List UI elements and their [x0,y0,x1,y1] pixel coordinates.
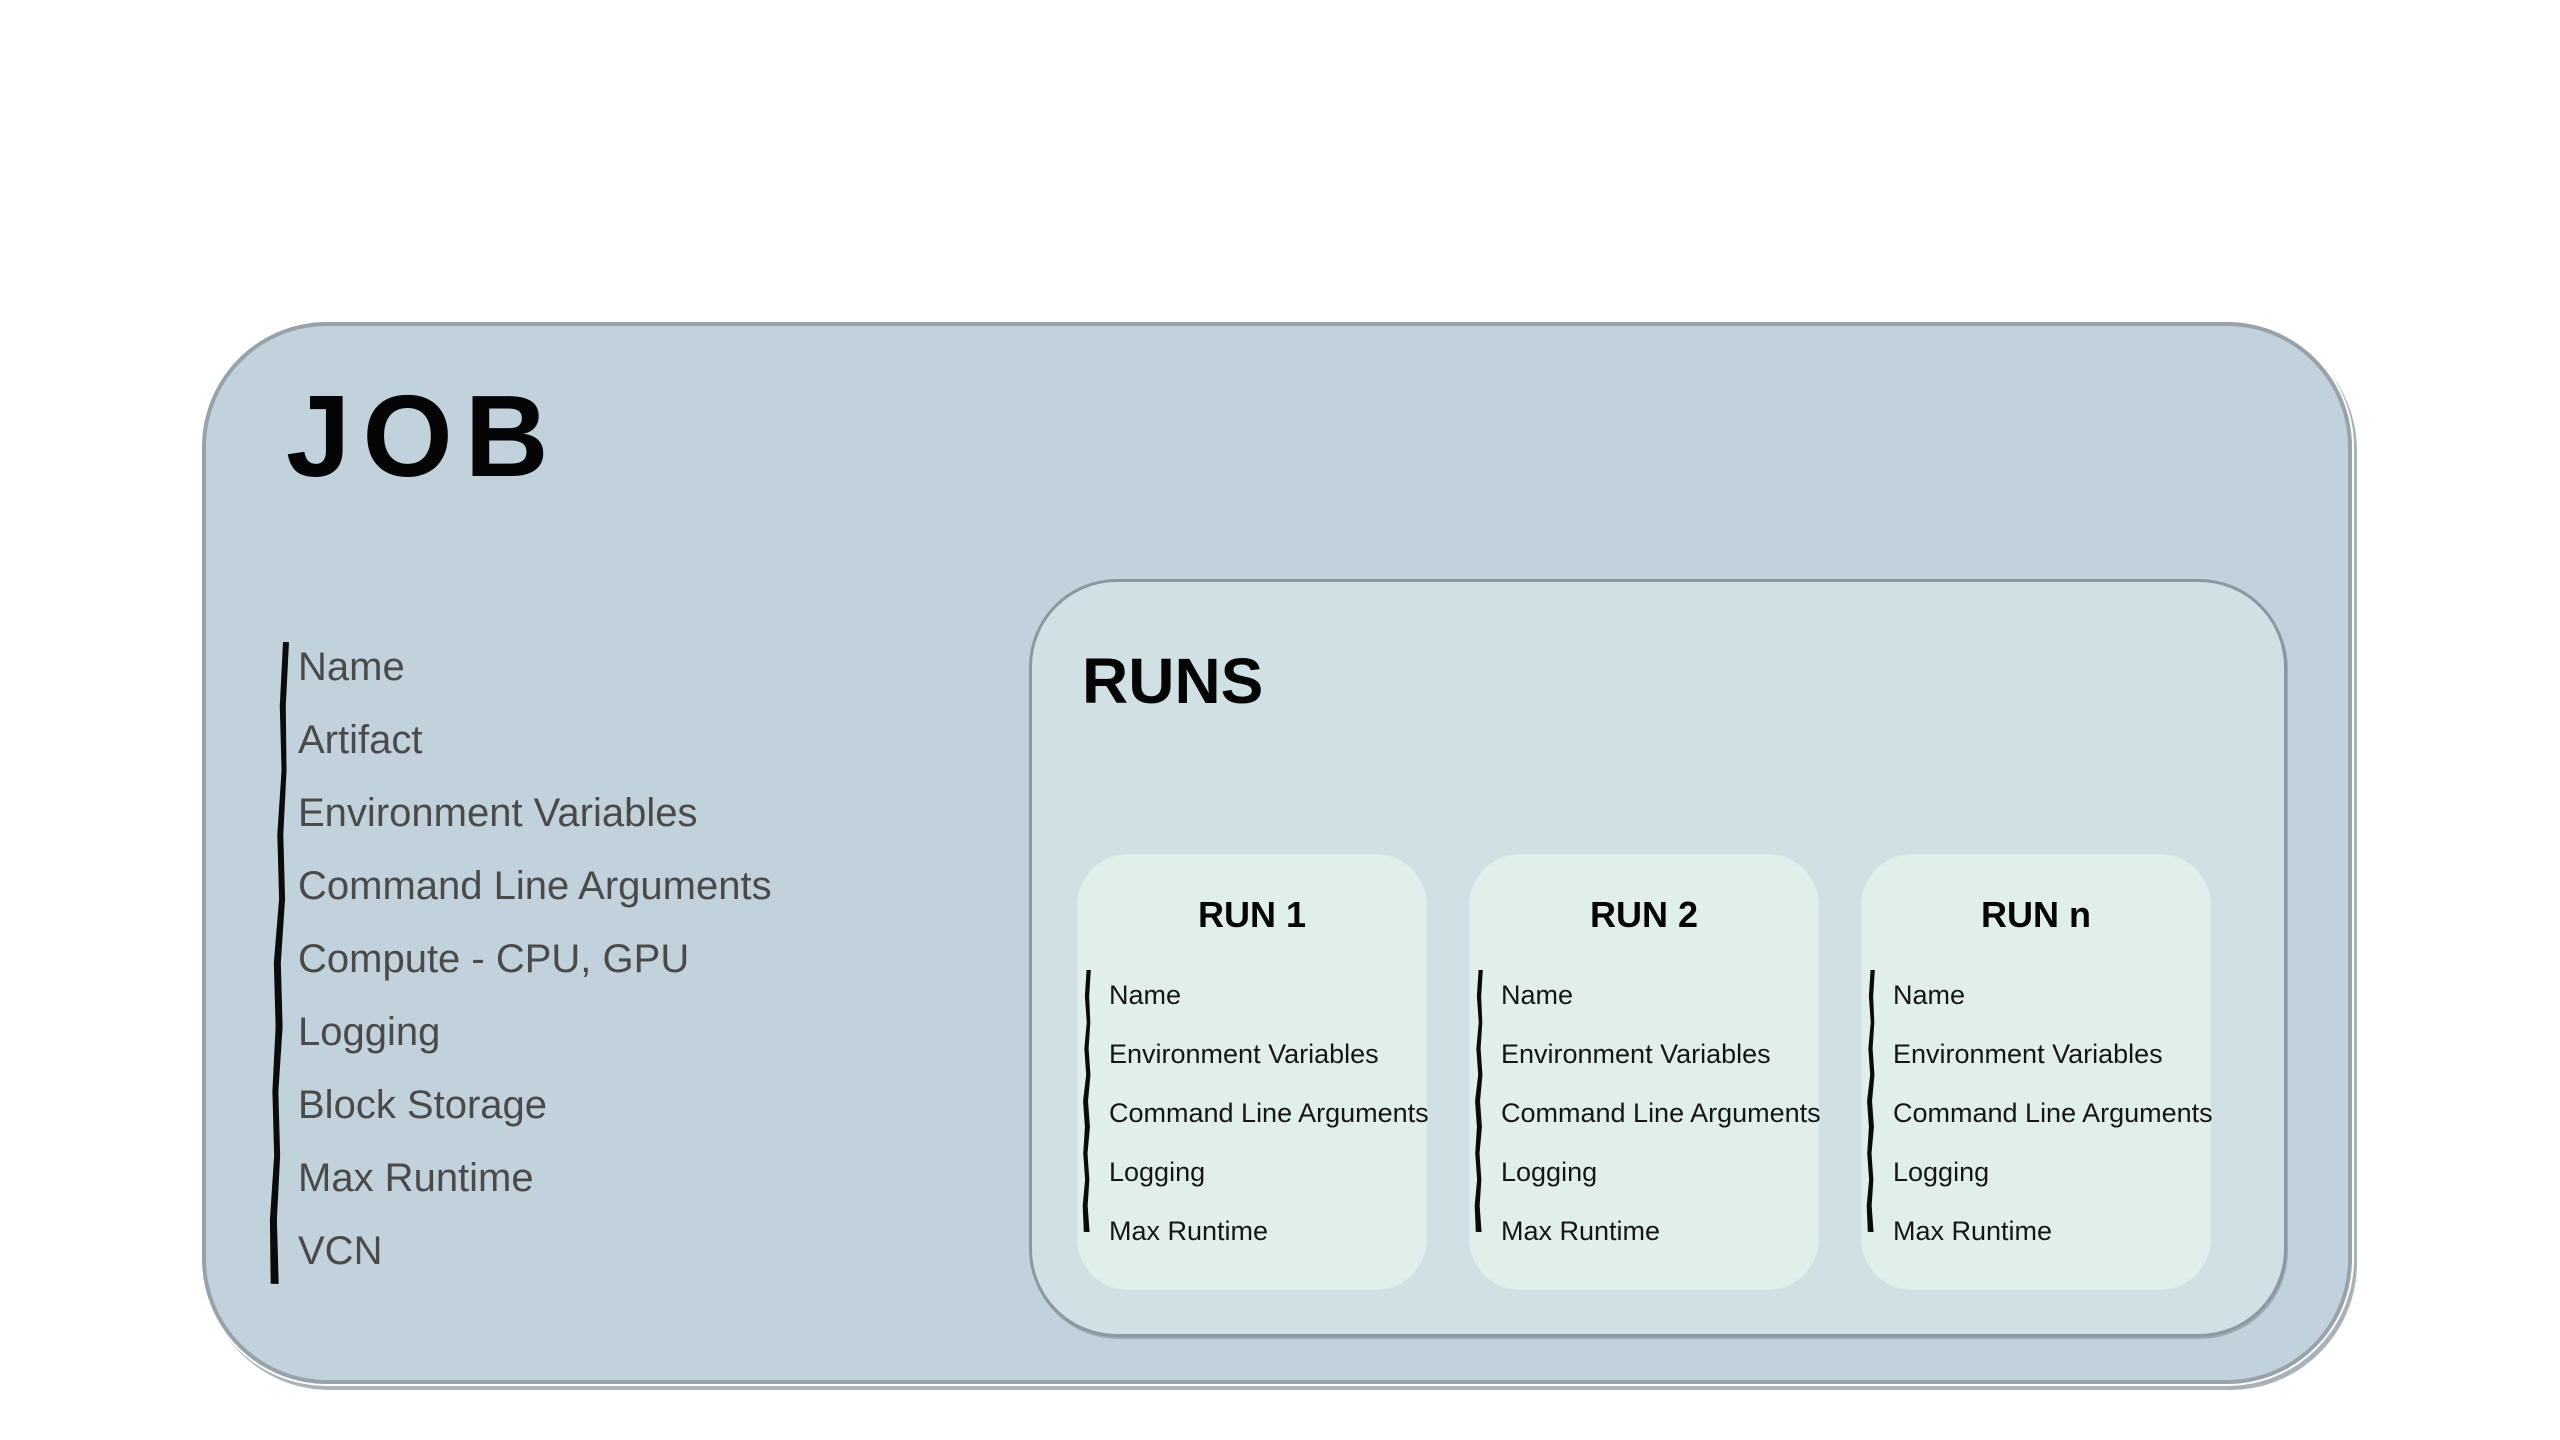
job-attribute-artifact: Artifact [298,718,423,762]
run-card-2-marker-line [1474,969,1483,1233]
job-attributes-list: Name Artifact Environment Variables Comm… [298,631,772,1288]
run-card-2-attributes-list: Name Environment Variables Command Line … [1501,966,1821,1261]
run-attribute-logging: Logging [1501,1157,1598,1187]
run-card-2-title: RUN 2 [1589,894,1699,935]
run-card-2: RUN 2 Name Environment Variables Command… [1469,854,1821,1290]
run-card-1: RUN 1 Name Environment Variables Command… [1077,854,1429,1290]
run-attribute-environment-variables: Environment Variables [1893,1039,2163,1069]
run-attribute-name: Name [1501,980,1574,1010]
run-card-n-title: RUN n [1981,894,2091,935]
job-attribute-name: Name [298,645,405,689]
run-attribute-logging: Logging [1109,1157,1206,1187]
runs-title: RUNS [1082,645,1264,717]
run-attribute-command-line-arguments: Command Line Arguments [1893,1098,2213,1128]
run-card-1-marker-line [1082,969,1091,1233]
job-attribute-vcn: VCN [298,1229,383,1273]
run-attribute-name: Name [1893,980,1966,1010]
runs-container: RUNS RUN 1 Name Environment Variables Co… [1029,579,2287,1337]
run-attribute-environment-variables: Environment Variables [1501,1039,1771,1069]
job-list-marker-line [269,641,289,1284]
run-attribute-command-line-arguments: Command Line Arguments [1501,1098,1821,1128]
run-attribute-max-runtime: Max Runtime [1893,1216,2053,1246]
run-card-n: RUN n Name Environment Variables Command… [1861,854,2213,1290]
job-container: JOB Name Artifact Environment Variables … [202,322,2352,1384]
job-attribute-max-runtime: Max Runtime [298,1156,534,1200]
run-attribute-environment-variables: Environment Variables [1109,1039,1379,1069]
job-attribute-block-storage: Block Storage [298,1083,548,1127]
run-card-1-title: RUN 1 [1197,894,1307,935]
job-attribute-command-line-arguments: Command Line Arguments [298,864,772,908]
run-attribute-name: Name [1109,980,1182,1010]
run-card-n-attributes-list: Name Environment Variables Command Line … [1893,966,2213,1261]
job-attribute-compute: Compute - CPU, GPU [298,937,690,981]
run-card-1-attributes-list: Name Environment Variables Command Line … [1109,966,1429,1261]
run-attribute-logging: Logging [1893,1157,1990,1187]
run-attribute-max-runtime: Max Runtime [1109,1216,1269,1246]
run-attribute-command-line-arguments: Command Line Arguments [1109,1098,1429,1128]
job-title: JOB [286,371,561,501]
run-attribute-max-runtime: Max Runtime [1501,1216,1661,1246]
job-attribute-environment-variables: Environment Variables [298,791,698,835]
job-attribute-logging: Logging [298,1010,441,1054]
run-card-n-marker-line [1866,969,1875,1233]
